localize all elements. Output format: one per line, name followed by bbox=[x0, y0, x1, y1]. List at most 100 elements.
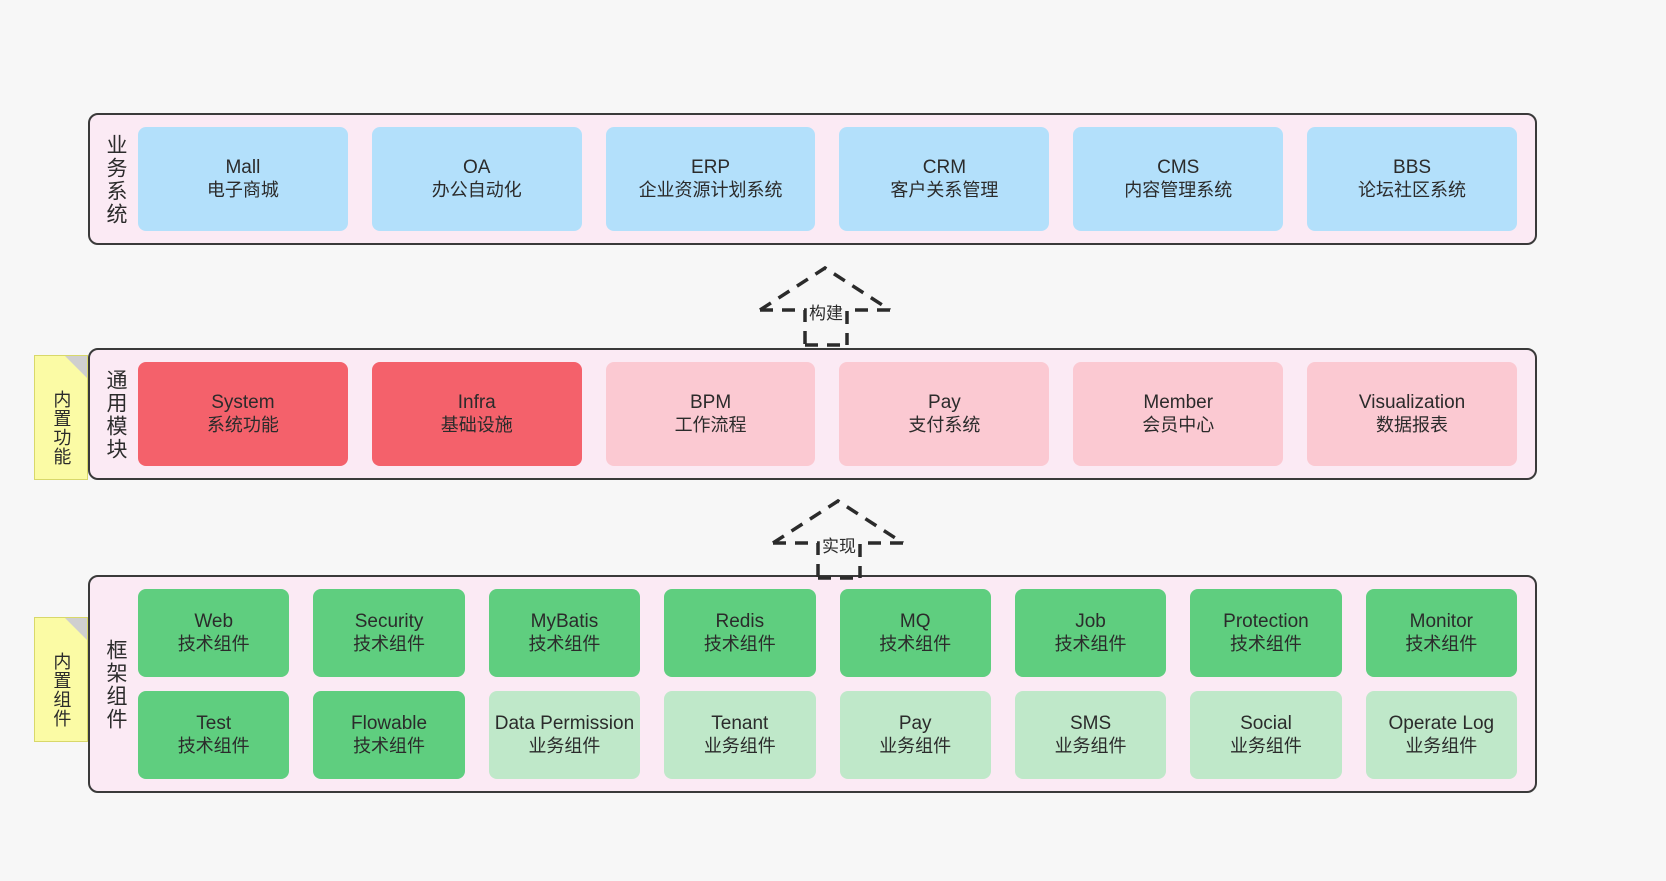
sticky-note-text: 内置功能 bbox=[51, 389, 72, 466]
module-card-web[interactable]: Web 技术组件 bbox=[138, 589, 290, 677]
module-card-title: MQ bbox=[899, 610, 931, 632]
module-card-bpm[interactable]: BPM 工作流程 bbox=[605, 362, 816, 466]
module-card-monitor[interactable]: Monitor 技术组件 bbox=[1365, 589, 1517, 677]
module-card-title: Operate Log bbox=[1388, 712, 1495, 734]
module-card-title: Member bbox=[1143, 391, 1214, 413]
module-card-system[interactable]: System 系统功能 bbox=[138, 362, 348, 466]
module-card-mq[interactable]: MQ 技术组件 bbox=[839, 589, 991, 677]
module-card-subtitle: 业务组件 bbox=[1229, 735, 1302, 756]
module-card-title: OA bbox=[463, 156, 491, 178]
arrow-build: 构建 bbox=[757, 262, 907, 347]
module-card-title: Visualization bbox=[1358, 391, 1466, 413]
module-card-subtitle: 企业资源计划系统 bbox=[638, 179, 783, 200]
module-card-title: Infra bbox=[457, 391, 496, 413]
module-card-title: Security bbox=[354, 610, 424, 632]
arrow-implement: 实现 bbox=[770, 495, 920, 580]
module-card-erp[interactable]: ERP 企业资源计划系统 bbox=[605, 127, 816, 231]
module-card-title: Protection bbox=[1223, 610, 1309, 632]
module-card-title: Social bbox=[1240, 712, 1292, 734]
module-card-crm[interactable]: CRM 客户关系管理 bbox=[839, 127, 1050, 231]
module-card-subtitle: 电子商城 bbox=[206, 179, 279, 200]
module-card-pay-business[interactable]: Pay 业务组件 bbox=[839, 691, 991, 779]
module-card-subtitle: 业务组件 bbox=[879, 735, 952, 756]
layer-business-systems[interactable]: 业务系统 Mall 电子商城 OA 办公自动化 ERP 企业资源计划系统 CRM… bbox=[88, 113, 1537, 245]
module-card-subtitle: 会员中心 bbox=[1142, 414, 1215, 435]
sticky-note-builtin-component[interactable]: 内置组件 bbox=[34, 617, 88, 742]
module-card-title: ERP bbox=[691, 156, 731, 178]
card-row: Mall 电子商城 OA 办公自动化 ERP 企业资源计划系统 CRM 客户关系… bbox=[138, 127, 1517, 231]
layer-framework-components[interactable]: 框架组件 Web 技术组件 Security 技术组件 MyBatis 技术组件… bbox=[88, 575, 1537, 793]
module-card-subtitle: 技术组件 bbox=[1229, 633, 1302, 654]
layer-cards-business-systems: Mall 电子商城 OA 办公自动化 ERP 企业资源计划系统 CRM 客户关系… bbox=[134, 115, 1535, 243]
module-card-subtitle: 技术组件 bbox=[879, 633, 952, 654]
layer-cards-framework-components: Web 技术组件 Security 技术组件 MyBatis 技术组件 Redi… bbox=[134, 577, 1535, 791]
module-card-subtitle: 内容管理系统 bbox=[1124, 179, 1233, 200]
module-card-title: Test bbox=[196, 712, 232, 734]
module-card-title: CRM bbox=[922, 156, 967, 178]
module-card-title: Flowable bbox=[351, 712, 428, 734]
module-card-title: Pay bbox=[898, 712, 932, 734]
module-card-tenant[interactable]: Tenant 业务组件 bbox=[664, 691, 816, 779]
module-card-bbs[interactable]: BBS 论坛社区系统 bbox=[1307, 127, 1517, 231]
module-card-cms[interactable]: CMS 内容管理系统 bbox=[1073, 127, 1284, 231]
module-card-subtitle: 基础设施 bbox=[440, 414, 513, 435]
module-card-title: Web bbox=[194, 610, 234, 632]
module-card-pay[interactable]: Pay 支付系统 bbox=[839, 362, 1050, 466]
module-card-infra[interactable]: Infra 基础设施 bbox=[371, 362, 582, 466]
module-card-social[interactable]: Social 业务组件 bbox=[1190, 691, 1342, 779]
card-row: Test 技术组件 Flowable 技术组件 Data Permission … bbox=[138, 691, 1517, 779]
module-card-subtitle: 技术组件 bbox=[528, 633, 601, 654]
module-card-subtitle: 业务组件 bbox=[1054, 735, 1127, 756]
module-card-title: System bbox=[211, 391, 275, 413]
module-card-title: Data Permission bbox=[494, 712, 635, 734]
module-card-subtitle: 业务组件 bbox=[703, 735, 776, 756]
module-card-title: BPM bbox=[689, 391, 732, 413]
module-card-subtitle: 技术组件 bbox=[1054, 633, 1127, 654]
dashed-generalization-arrow-icon bbox=[759, 265, 891, 347]
module-card-visualization[interactable]: Visualization 数据报表 bbox=[1307, 362, 1517, 466]
module-card-security[interactable]: Security 技术组件 bbox=[313, 589, 465, 677]
layer-label-framework-components: 框架组件 bbox=[104, 639, 127, 731]
layer-cards-common-modules: System 系统功能 Infra 基础设施 BPM 工作流程 Pay 支付系统… bbox=[134, 350, 1535, 478]
module-card-subtitle: 业务组件 bbox=[528, 735, 601, 756]
module-card-subtitle: 业务组件 bbox=[1405, 735, 1478, 756]
layer-common-modules[interactable]: 通用模块 System 系统功能 Infra 基础设施 BPM 工作流程 Pay… bbox=[88, 348, 1537, 480]
module-card-sms[interactable]: SMS 业务组件 bbox=[1014, 691, 1167, 779]
module-card-test[interactable]: Test 技术组件 bbox=[138, 691, 290, 779]
layer-label-common-modules: 通用模块 bbox=[104, 369, 127, 461]
folded-corner-icon bbox=[65, 356, 87, 378]
module-card-subtitle: 工作流程 bbox=[674, 414, 747, 435]
module-card-data-permission[interactable]: Data Permission 业务组件 bbox=[488, 691, 641, 779]
module-card-mall[interactable]: Mall 电子商城 bbox=[138, 127, 348, 231]
module-card-subtitle: 技术组件 bbox=[177, 633, 250, 654]
module-card-subtitle: 技术组件 bbox=[703, 633, 776, 654]
module-card-subtitle: 客户关系管理 bbox=[890, 179, 999, 200]
folded-corner-icon bbox=[65, 618, 87, 640]
module-card-subtitle: 技术组件 bbox=[353, 633, 426, 654]
arrow-label-implement: 实现 bbox=[822, 537, 856, 556]
module-card-operate-log[interactable]: Operate Log 业务组件 bbox=[1365, 691, 1517, 779]
module-card-member[interactable]: Member 会员中心 bbox=[1073, 362, 1284, 466]
module-card-subtitle: 技术组件 bbox=[353, 735, 426, 756]
module-card-flowable[interactable]: Flowable 技术组件 bbox=[313, 691, 465, 779]
sticky-note-builtin-function[interactable]: 内置功能 bbox=[34, 355, 88, 480]
module-card-title: Pay bbox=[928, 391, 961, 413]
dashed-generalization-arrow-icon bbox=[772, 498, 904, 580]
module-card-title: Job bbox=[1075, 610, 1106, 632]
module-card-title: CMS bbox=[1157, 156, 1200, 178]
module-card-redis[interactable]: Redis 技术组件 bbox=[664, 589, 816, 677]
module-card-subtitle: 系统功能 bbox=[206, 414, 279, 435]
arrow-label-build: 构建 bbox=[809, 304, 843, 323]
module-card-subtitle: 办公自动化 bbox=[431, 179, 522, 200]
layer-label-business-systems: 业务系统 bbox=[104, 134, 127, 226]
module-card-oa[interactable]: OA 办公自动化 bbox=[371, 127, 582, 231]
module-card-subtitle: 技术组件 bbox=[1405, 633, 1478, 654]
sticky-note-text: 内置组件 bbox=[51, 651, 72, 728]
module-card-subtitle: 支付系统 bbox=[908, 414, 981, 435]
module-card-subtitle: 技术组件 bbox=[177, 735, 250, 756]
module-card-protection[interactable]: Protection 技术组件 bbox=[1190, 589, 1342, 677]
module-card-job[interactable]: Job 技术组件 bbox=[1014, 589, 1167, 677]
module-card-mybatis[interactable]: MyBatis 技术组件 bbox=[488, 589, 641, 677]
module-card-title: SMS bbox=[1069, 712, 1112, 734]
